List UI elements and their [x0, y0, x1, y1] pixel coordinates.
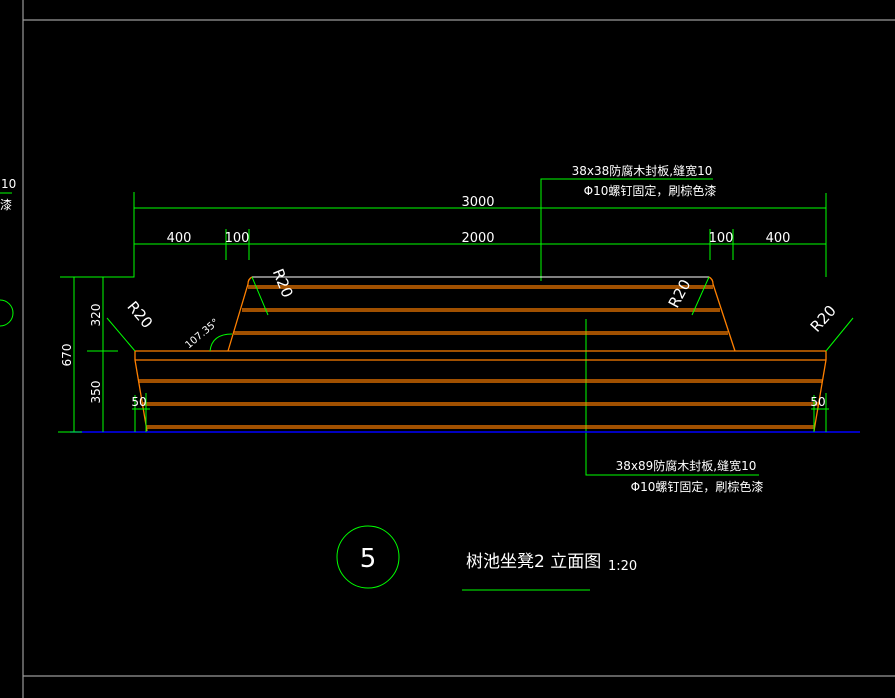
bottom-note-leader [585, 319, 759, 476]
detail-number-circle [336, 525, 400, 589]
radius-top-left-leader [251, 276, 269, 316]
bench-upper-boards [227, 276, 736, 352]
radius-left-leader [106, 317, 136, 352]
dim-320: 320 [89, 304, 103, 327]
radius-left-label: R20 [123, 298, 156, 332]
bottom-note-line1: 38x89防腐木封板,缝宽10 [616, 458, 757, 473]
top-note-leader [540, 178, 713, 281]
drawing-scale: 1:20 [608, 559, 637, 574]
top-note-line1: 38x38防腐木封板,缝宽10 [572, 163, 713, 178]
drawing-title: 树池坐凳2 立面图 [466, 552, 601, 572]
radius-right-label: R20 [807, 302, 840, 336]
dim-left-400: 400 [167, 231, 192, 246]
height-dimensions [58, 277, 118, 433]
dim-3000: 3000 [461, 195, 494, 210]
fragment-text-1: 10 [1, 177, 16, 191]
detail-number: 5 [360, 544, 377, 574]
top-dimensions [60, 192, 827, 278]
dim-right-400: 400 [766, 231, 791, 246]
top-note-line2: Φ10螺钉固定，刷棕色漆 [584, 183, 717, 198]
bench-lower-boards [134, 350, 827, 432]
dim-left-100: 100 [225, 231, 250, 246]
bottom-note-line2: Φ10螺钉固定，刷棕色漆 [631, 479, 764, 494]
dim-right-100: 100 [709, 231, 734, 246]
radius-top-right-leader [691, 276, 710, 316]
dim-right-50: 50 [810, 395, 825, 409]
fragment-arc [0, 299, 14, 327]
dim-350: 350 [89, 381, 103, 404]
dim-670: 670 [60, 344, 74, 367]
radius-top-left-label: R20 [269, 266, 297, 300]
radius-right-leader [825, 317, 854, 352]
angle-arc [209, 333, 233, 352]
offset-dimensions [132, 393, 829, 432]
fragment-text-2: 漆 [0, 198, 12, 212]
dim-left-50: 50 [131, 395, 146, 409]
dim-2000: 2000 [461, 231, 494, 246]
angle-label: 107.35° [184, 317, 222, 351]
radius-top-right-label: R20 [665, 276, 695, 311]
